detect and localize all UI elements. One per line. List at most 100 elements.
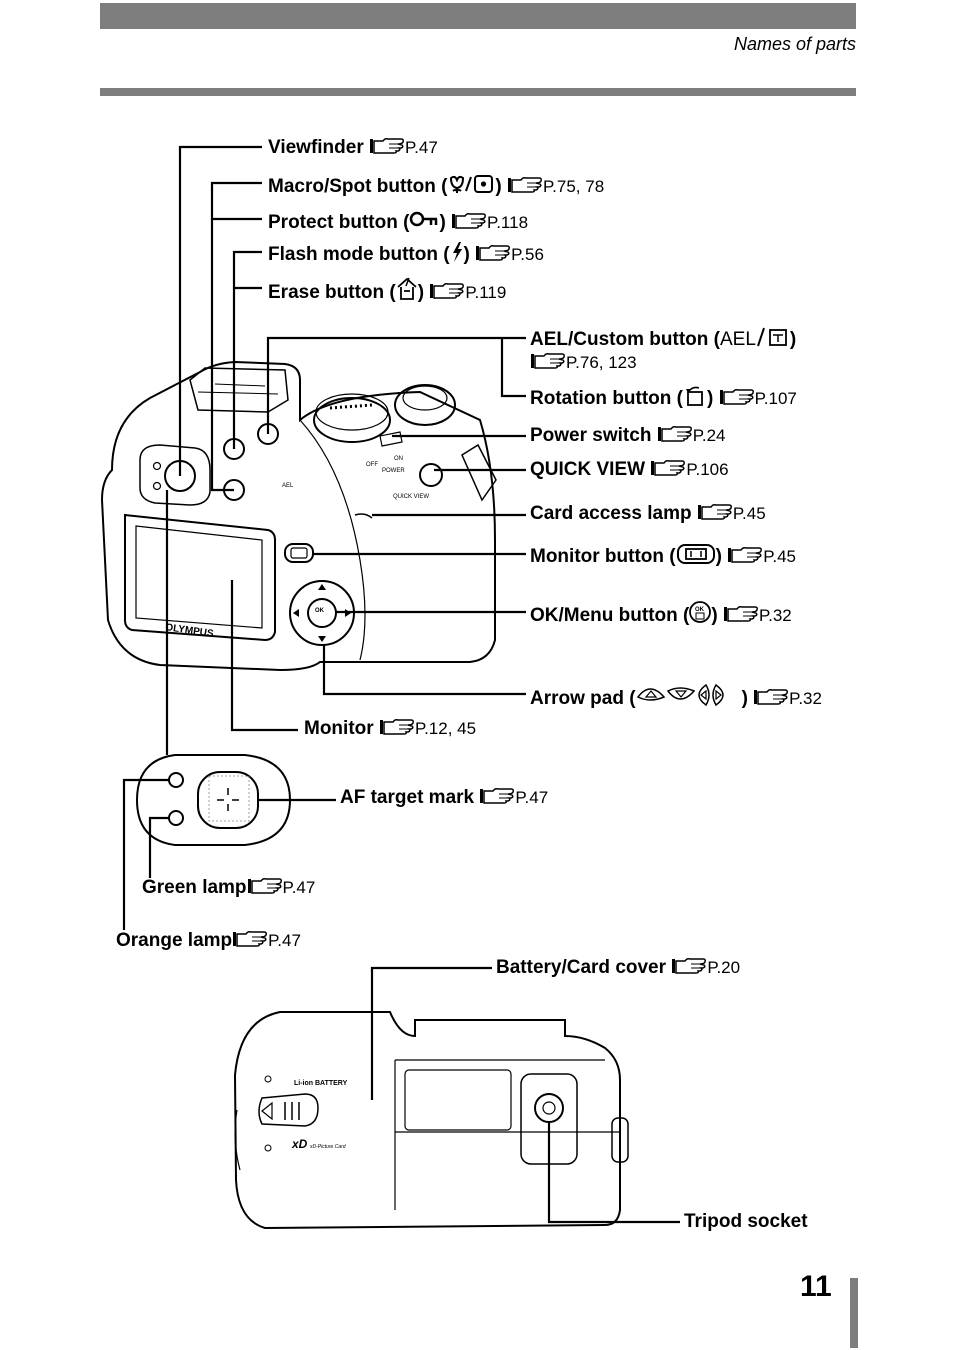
reference-hand-icon — [657, 425, 693, 443]
monitor-icon — [676, 544, 715, 564]
xd-text: xD-Picture Card — [309, 1144, 346, 1150]
label-text: Flash mode button ( — [268, 244, 450, 265]
flash-bolt-icon — [452, 242, 462, 262]
header-rule-top — [100, 3, 856, 29]
af-target-label: AF target mark P.47 — [340, 787, 548, 809]
page-ref: P.106 — [686, 460, 729, 479]
reference-hand-icon — [429, 282, 465, 300]
viewfinder-label: Viewfinder P.47 — [268, 137, 438, 159]
reference-hand-icon — [479, 787, 515, 805]
reference-hand-icon — [369, 137, 405, 155]
rotation-icon — [686, 386, 703, 406]
ael-custom-ref: P.76, 123 — [530, 352, 637, 374]
tripod-socket-label: Tripod socket — [684, 1211, 808, 1233]
page-ref: P.47 — [268, 931, 301, 950]
reference-hand-icon — [727, 546, 763, 564]
arrow-pad-label: Arrow pad ( ) P.32 — [530, 683, 822, 710]
page-ref: P.47 — [515, 788, 549, 807]
label-text: QUICK VIEW — [530, 459, 646, 480]
reference-hand-icon — [671, 957, 707, 975]
section-title: Names of parts — [733, 34, 856, 54]
page-ref: P.45 — [732, 504, 766, 523]
rotation-label: Rotation button ( ) P.107 — [530, 385, 797, 410]
leader-lines — [122, 145, 680, 1224]
ael-symbol: AEL — [719, 329, 756, 350]
reference-hand-icon — [379, 718, 415, 736]
monitor-button-label: Monitor button ( ) P.45 — [530, 543, 796, 568]
reference-hand-icon — [753, 688, 789, 706]
ael-custom-label: AEL/Custom button (AEL ) — [530, 326, 796, 351]
page-number: 11 — [800, 1270, 832, 1303]
erase-label: Erase button ( ) P.119 — [268, 277, 506, 304]
reference-hand-icon — [232, 930, 268, 948]
label-text: Monitor button ( — [530, 546, 676, 567]
svg-text:OK: OK — [695, 607, 705, 613]
macro-spot-label: Macro/Spot button ( ) P.75, 78 — [268, 173, 604, 198]
bottom-markings: Li-ion BATTERY xD xD-Picture Card — [291, 1080, 348, 1151]
macro-spot-icon — [450, 175, 494, 193]
reference-hand-icon — [719, 388, 755, 406]
label-text: Card access lamp — [530, 503, 692, 524]
quick-view-text: QUICK VIEW — [393, 494, 429, 500]
label-text: Power switch — [530, 425, 652, 446]
reference-hand-icon — [697, 503, 733, 521]
power-text: POWER — [382, 468, 405, 474]
page-ref: P.20 — [707, 958, 741, 977]
page-ref: P.56 — [511, 245, 544, 264]
page-ref: P.47 — [282, 878, 316, 897]
label-text: AF target mark — [340, 787, 475, 808]
label-text: Erase button ( — [268, 282, 396, 303]
flash-mode-label: Flash mode button ( ) P.56 — [268, 241, 544, 266]
label-text: Viewfinder — [268, 137, 364, 158]
on-text: ON — [394, 456, 403, 462]
label-text: Rotation button ( — [530, 388, 684, 409]
camera-bottom-view — [233, 1011, 629, 1230]
label-text: Protect button ( — [268, 212, 410, 233]
page-ref: P.76, 123 — [566, 353, 637, 372]
orange-lamp-label: Orange lamp P.47 — [116, 930, 301, 952]
page-edge-bar — [850, 1278, 858, 1348]
arrow-pad-icons — [636, 683, 724, 707]
reference-hand-icon — [475, 244, 511, 262]
erase-trash-icon — [397, 277, 417, 300]
page-ref: P.107 — [754, 389, 797, 408]
label-text: Arrow pad ( — [530, 688, 636, 709]
ok-menu-label: OK/Menu button ( OK ) P.32 — [530, 600, 792, 627]
power-switch-label: Power switch P.24 — [530, 425, 725, 447]
reference-hand-icon — [530, 352, 566, 370]
xd-logo: xD — [291, 1137, 308, 1151]
reference-hand-icon — [723, 605, 759, 623]
brand-text: OLYMPUS — [165, 622, 215, 640]
page-ref: P.32 — [758, 606, 792, 625]
ok-text: OK — [315, 608, 325, 614]
reference-hand-icon — [650, 459, 686, 477]
page-ref: P.119 — [465, 283, 507, 302]
card-access-lamp-label: Card access lamp P.45 — [530, 503, 766, 525]
off-text: OFF — [366, 462, 378, 468]
label-text: OK/Menu button ( — [530, 605, 690, 626]
label-text: Green lamp — [142, 877, 247, 898]
battery-cover-label: Battery/Card cover P.20 — [496, 957, 740, 979]
page-ref: P.24 — [692, 426, 726, 445]
label-text: AEL/Custom button ( — [530, 329, 720, 350]
green-lamp-label: Green lamp P.47 — [142, 877, 315, 899]
label-text: Orange lamp — [116, 930, 233, 951]
monitor-label: Monitor P.12, 45 — [304, 718, 476, 740]
label-text: Monitor — [304, 718, 374, 739]
reference-hand-icon — [507, 176, 543, 194]
header-rule-bottom — [100, 88, 856, 96]
label-text: Macro/Spot button ( — [268, 176, 448, 197]
reference-hand-icon — [247, 877, 283, 895]
page-ref: P.47 — [405, 138, 438, 157]
label-text: Tripod socket — [684, 1211, 808, 1232]
page-ref: P.75, 78 — [543, 177, 605, 196]
page-ref: P.45 — [763, 547, 796, 566]
ok-menu-icon: OK — [689, 601, 712, 623]
protect-key-icon — [410, 211, 438, 227]
ael-text: AEL — [282, 483, 294, 489]
quick-view-label: QUICK VIEW P.106 — [530, 459, 729, 481]
page-ref: P.32 — [789, 689, 822, 708]
label-text: Battery/Card cover — [496, 957, 667, 978]
protect-label: Protect button ( ) P.118 — [268, 209, 528, 234]
